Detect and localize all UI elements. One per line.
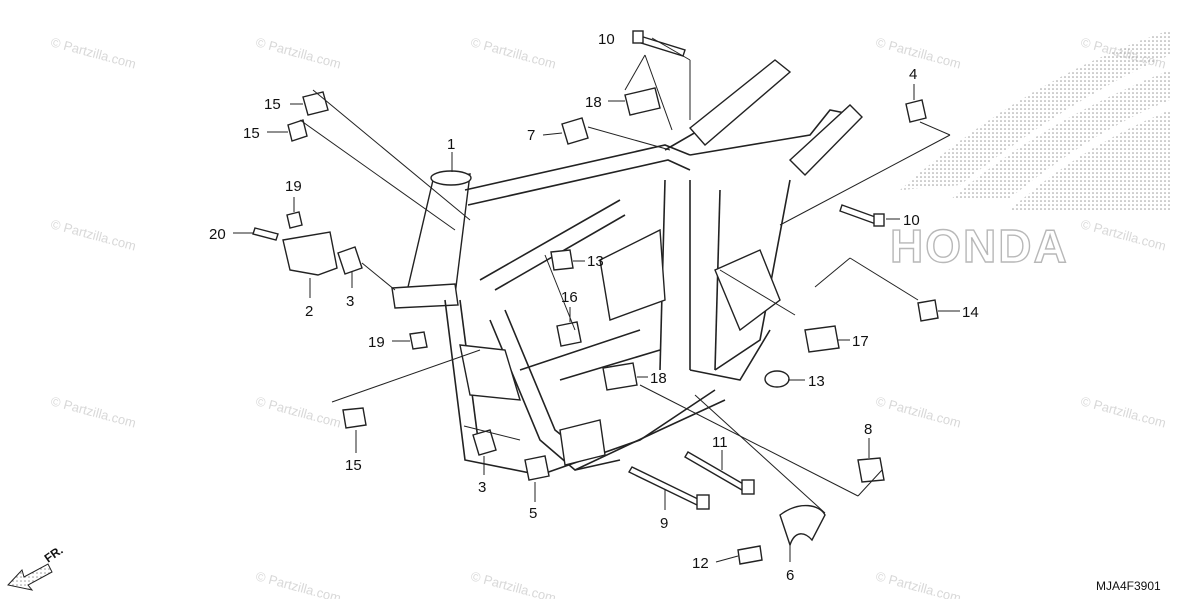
collar-3-b — [472, 429, 497, 456]
watermark: © Partzilla.com — [254, 393, 343, 430]
callout-13: 13 — [587, 253, 604, 270]
watermark: © Partzilla.com — [469, 34, 558, 71]
callout-15: 15 — [264, 96, 281, 113]
parts — [252, 30, 939, 565]
bolt-11 — [684, 451, 746, 491]
callout-3: 3 — [346, 293, 354, 310]
callout-3: 3 — [478, 479, 486, 496]
callout-9: 9 — [660, 515, 668, 532]
watermark: © Partzilla.com — [874, 34, 963, 71]
leader-lines — [233, 37, 960, 563]
watermark: © Partzilla.com — [469, 568, 558, 599]
clip-15-a — [302, 91, 329, 116]
callout-15: 15 — [243, 125, 260, 142]
nut-19-a — [286, 211, 303, 229]
arrow-icon — [7, 563, 53, 591]
frame-body — [391, 59, 863, 476]
nut-19-b — [409, 331, 428, 350]
watermark: © Partzilla.com — [1079, 216, 1168, 253]
watermark: © Partzilla.com — [1079, 393, 1168, 430]
callout-12: 12 — [692, 555, 709, 572]
honda-brand-text: HONDA — [890, 220, 1069, 272]
callout-14: 14 — [962, 304, 979, 321]
cover-6 — [779, 504, 826, 548]
callout-7: 7 — [527, 127, 535, 144]
callout-13: 13 — [808, 373, 825, 390]
clamp-18-top — [624, 87, 661, 116]
watermark: © Partzilla.com — [49, 216, 138, 253]
callout-19: 19 — [368, 334, 385, 351]
clamp-18-lower — [602, 362, 638, 391]
callout-6: 6 — [786, 567, 794, 584]
callout-15: 15 — [345, 457, 362, 474]
callout-10: 10 — [598, 31, 615, 48]
watermark: © Partzilla.com — [254, 34, 343, 71]
watermark: © Partzilla.com — [254, 568, 343, 599]
callout-17: 17 — [852, 333, 869, 350]
clip-15-c — [342, 407, 367, 429]
clip-14 — [917, 299, 939, 322]
cap-13-a — [550, 249, 574, 271]
watermark: © Partzilla.com — [49, 34, 138, 71]
honda-wing-logo: HONDA — [889, 30, 1170, 273]
callout-4: 4 — [909, 66, 917, 83]
callout-16: 16 — [561, 289, 578, 306]
callout-1: 1 — [447, 136, 455, 153]
callout-19: 19 — [285, 178, 302, 195]
direction-label: FR. — [42, 543, 66, 566]
watermark: © Partzilla.com — [874, 393, 963, 430]
bolt-10-right — [839, 204, 879, 225]
bolt-20 — [252, 227, 279, 241]
collar-7 — [561, 117, 589, 145]
bracket-2 — [282, 231, 338, 276]
bolt-12 — [737, 545, 763, 565]
collar-5 — [524, 455, 550, 481]
nut-4 — [905, 99, 927, 123]
callout-labels: 1 2 3 3 4 5 6 7 8 9 10 10 11 12 13 13 14… — [209, 31, 979, 584]
callout-2: 2 — [305, 303, 313, 320]
callout-18: 18 — [585, 94, 602, 111]
collar-3-a — [337, 246, 363, 275]
watermark: © Partzilla.com — [49, 393, 138, 430]
callout-20: 20 — [209, 226, 226, 243]
diagram-code: MJA4F3901 — [1096, 579, 1161, 593]
callout-5: 5 — [529, 505, 537, 522]
cap-13-b — [764, 370, 790, 388]
front-direction-indicator: FR. — [7, 543, 66, 591]
grommet-8 — [857, 457, 885, 483]
callout-10: 10 — [903, 212, 920, 229]
clip-16 — [556, 321, 582, 347]
callout-8: 8 — [864, 421, 872, 438]
callout-18: 18 — [650, 370, 667, 387]
watermark: © Partzilla.com — [874, 568, 963, 599]
callout-11: 11 — [712, 434, 728, 451]
clip-15-b — [287, 119, 308, 142]
clamp-17 — [804, 325, 840, 353]
